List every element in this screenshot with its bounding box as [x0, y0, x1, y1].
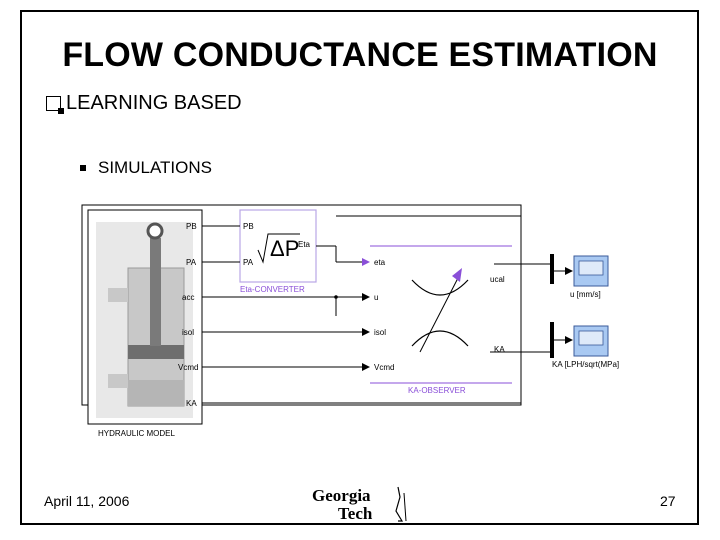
georgia-tech-logo: Georgia Tech [312, 486, 407, 523]
scope-u-label: u [mm/s] [570, 290, 601, 299]
tech-tower-icon [395, 486, 404, 522]
bullet-learning-based-text: LEARNING BASED [66, 92, 242, 114]
eta-input-pa: PA [243, 258, 254, 267]
cylinder-chamber-icon [128, 380, 184, 406]
port-vcmd-label: Vcmd [178, 363, 198, 372]
rod-eye-icon [146, 222, 164, 240]
valve-variable-arrow-icon [419, 277, 459, 353]
slide-title: FLOW CONDUCTANCE ESTIMATION [62, 36, 658, 74]
port-isol-label: isol [182, 328, 194, 337]
signal-lines [202, 215, 550, 404]
port-top-icon [108, 288, 128, 302]
arrow-u-icon [362, 293, 370, 301]
square-bullet-icon [80, 165, 86, 171]
port-ka-label: KA [186, 399, 197, 408]
hydraulic-model-block[interactable] [87, 209, 203, 425]
eta-converter-frame [239, 209, 317, 283]
scope-u-screen-icon [578, 260, 604, 276]
observer-input-vcmd: Vcmd [374, 363, 394, 372]
scope-ka-screen-icon [578, 330, 604, 346]
valve-upper-arc-icon [411, 279, 469, 296]
eta-output-label: Eta [298, 240, 311, 249]
scope-ka[interactable] [573, 325, 609, 357]
observer-input-u: u [374, 293, 378, 302]
delta-p-symbol: ΔP [270, 236, 299, 261]
junction-dot [334, 295, 338, 299]
sqrt-icon [257, 233, 300, 264]
logo-line1: Georgia [312, 486, 371, 505]
ka-observer-block[interactable] [370, 245, 512, 384]
bullet-learning-based: LEARNING BASED [46, 92, 242, 115]
observer-input-isol: isol [374, 328, 386, 337]
piston-rod-icon [150, 238, 161, 346]
observer-output-ka: KA [494, 345, 505, 354]
port-pb-label: PB [186, 222, 197, 231]
bullet-simulations-text: SIMULATIONS [98, 158, 212, 177]
arrow-isol-icon [362, 328, 370, 336]
scope-ka-label: KA [LPH/sqrt(MPa] [552, 360, 619, 369]
bullet-simulations: SIMULATIONS [80, 158, 212, 178]
eta-converter-block[interactable]: ΔP [239, 209, 317, 283]
eta-converter-caption: Eta-CONVERTER [240, 285, 305, 294]
arrow-scope-u-icon [565, 267, 573, 275]
valve-lower-arc-icon [411, 330, 469, 347]
page-number: 27 [660, 493, 676, 509]
port-pa-label: PA [186, 258, 197, 267]
valve-arrow-head-icon [452, 268, 462, 282]
scope-u[interactable] [573, 255, 609, 287]
ka-observer-caption: KA-OBSERVER [408, 386, 466, 395]
hydraulic-model-caption: HYDRAULIC MODEL [98, 429, 175, 438]
arrow-vcmd-icon [362, 363, 370, 371]
port-bottom-icon [108, 374, 128, 388]
tech-tower-detail-icon [403, 492, 407, 522]
logo-line2: Tech [338, 504, 373, 523]
arrow-eta-icon [362, 258, 370, 266]
arrow-scope-ka-icon [565, 336, 573, 344]
observer-output-ucal: ucal [490, 275, 505, 284]
mux-bar-upper [550, 254, 554, 284]
footer-date: April 11, 2006 [44, 493, 130, 509]
piston-icon [128, 345, 184, 359]
slide-frame [20, 10, 699, 525]
mux-bar-lower [550, 322, 554, 358]
checkbox-bullet-icon [46, 96, 64, 114]
eta-input-pb: PB [243, 222, 254, 231]
port-acc-label: acc [182, 293, 194, 302]
observer-input-eta: eta [374, 258, 386, 267]
